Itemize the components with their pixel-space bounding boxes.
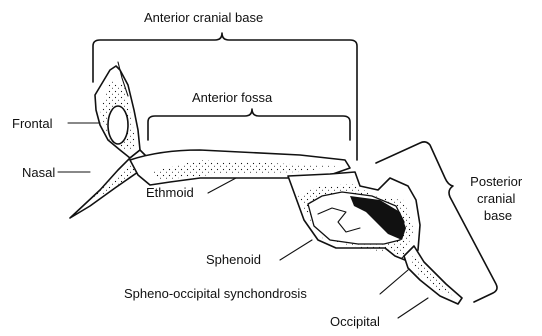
- label-posterior-cranial-base: Posterior cranial base: [470, 174, 526, 223]
- anterior-fossa-bracket: [148, 109, 350, 140]
- label-frontal: Frontal: [12, 116, 53, 131]
- leader-sphenoid: [280, 240, 312, 260]
- leader-spheno-occipital: [380, 270, 408, 294]
- label-sphenoid: Sphenoid: [206, 252, 261, 267]
- leader-occipital: [398, 298, 428, 318]
- frontal-sinus: [108, 106, 128, 144]
- label-ethmoid: Ethmoid: [146, 185, 194, 200]
- label-nasal: Nasal: [22, 165, 55, 180]
- label-anterior-fossa: Anterior fossa: [192, 90, 273, 105]
- label-posterior-line-1: Posterior: [470, 174, 523, 189]
- label-posterior-line-3: base: [484, 208, 512, 223]
- label-anterior-cranial-base: Anterior cranial base: [144, 10, 263, 25]
- label-posterior-line-2: cranial: [477, 191, 515, 206]
- label-spheno-occipital-synchondrosis: Spheno-occipital synchondrosis: [124, 286, 307, 301]
- label-occipital: Occipital: [330, 314, 380, 329]
- leader-ethmoid: [208, 178, 236, 193]
